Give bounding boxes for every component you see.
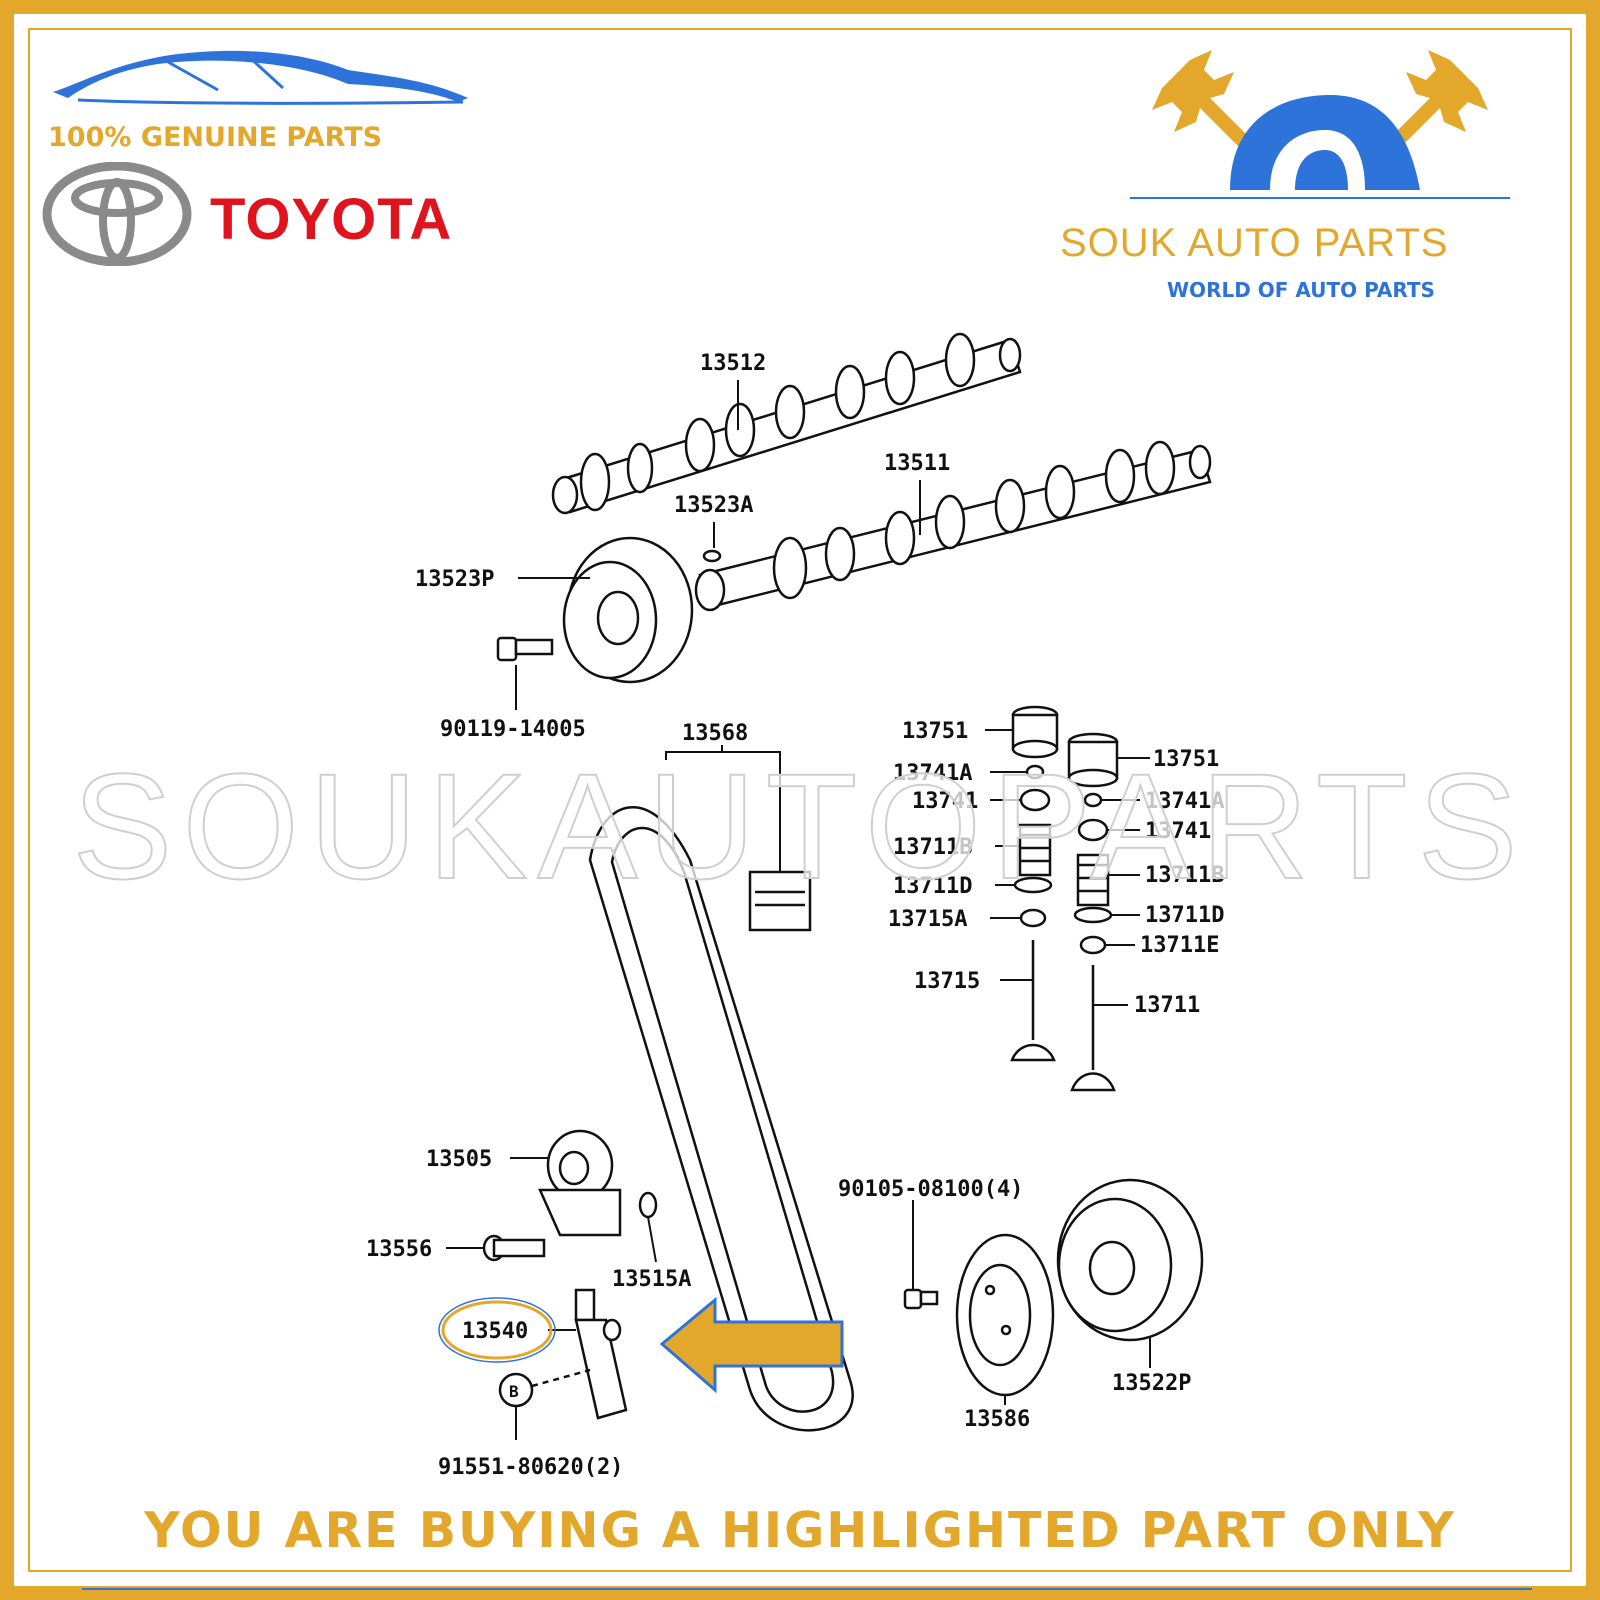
label-13711B-left: 13711B: [893, 835, 972, 860]
footer-divider: [82, 1588, 1532, 1590]
label-13711B-right: 13711B: [1145, 863, 1224, 888]
highlight-arrow-icon: [659, 1296, 844, 1394]
souk-logo-icon: [1130, 50, 1510, 199]
washer-13515A: [638, 1191, 658, 1219]
label-13568: 13568: [682, 721, 748, 746]
label-13540: 13540: [462, 1319, 528, 1344]
label-91551-80620: 91551-80620(2): [438, 1455, 623, 1480]
highlight-ring: [441, 1300, 553, 1360]
bolt-13556: [482, 1234, 546, 1262]
label-13586: 13586: [964, 1407, 1030, 1432]
label-13711: 13711: [1134, 993, 1200, 1018]
label-13522P: 13522P: [1112, 1371, 1191, 1396]
idler-pulley-13505: [538, 1129, 622, 1237]
footer-notice: YOU ARE BUYING A HIGHLIGHTED PART ONLY: [144, 1502, 1456, 1559]
watermark-text: SOUKAUTOPARTS: [71, 741, 1528, 911]
crank-pulley-13522P: [1056, 1178, 1204, 1342]
tensioner-13540: [574, 1288, 628, 1420]
label-13711D-left: 13711D: [893, 874, 972, 899]
label-13741A-right: 13741A: [1145, 789, 1224, 814]
pulley-13586: [955, 1233, 1055, 1397]
label-13505: 13505: [426, 1147, 492, 1172]
toyota-brand-text: TOYOTA: [210, 187, 453, 252]
label-13741A-left: 13741A: [893, 761, 972, 786]
shop-name-text: SOUK AUTO PARTS: [1060, 221, 1449, 265]
camshaft-13512: [551, 332, 1022, 515]
label-13511: 13511: [884, 451, 950, 476]
label-13751-left: 13751: [902, 719, 968, 744]
label-13715A: 13715A: [888, 907, 967, 932]
label-13515A: 13515A: [612, 1267, 691, 1292]
label-13751-right: 13751: [1153, 747, 1219, 772]
valve-assembly-right: [1067, 732, 1119, 1092]
shop-tagline-text: WORLD OF AUTO PARTS: [1167, 278, 1435, 302]
camshaft-13511: [694, 440, 1212, 612]
inner-frame: [28, 28, 1572, 1572]
label-13711D-right: 13711D: [1145, 903, 1224, 928]
car-logo-icon: [53, 50, 468, 105]
cam-pulley-13523P: [562, 536, 694, 684]
label-90119-14005: 90119-14005: [440, 717, 586, 742]
timing-belt: [588, 805, 854, 1432]
genuine-parts-text: 100% GENUINE PARTS: [48, 122, 383, 153]
bolt-90105-08100: [903, 1288, 939, 1310]
label-13523P: 13523P: [415, 567, 494, 592]
label-13556: 13556: [366, 1237, 432, 1262]
label-90105-08100: 90105-08100(4): [838, 1177, 1023, 1202]
label-13512: 13512: [700, 351, 766, 376]
label-13711E: 13711E: [1140, 933, 1219, 958]
label-13741-left: 13741: [912, 789, 978, 814]
belt-guide-13568: [748, 870, 812, 932]
label-13715: 13715: [914, 969, 980, 994]
bolt-marker-label: B: [509, 1382, 519, 1401]
label-13741-right: 13741: [1145, 819, 1211, 844]
bolt-90119-14005: [496, 636, 554, 662]
toyota-emblem-icon: [42, 162, 192, 266]
label-13523A: 13523A: [674, 493, 753, 518]
